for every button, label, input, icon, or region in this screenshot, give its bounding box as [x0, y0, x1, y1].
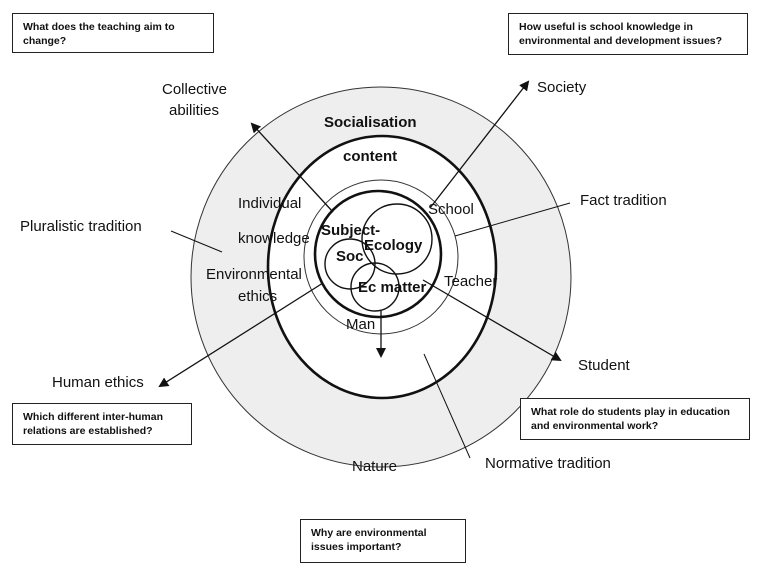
label-society: Society: [537, 79, 587, 96]
label-ecology: Ecology: [364, 237, 423, 254]
line-pluralistic-tradition: [170, 230, 223, 253]
arrow-society: [429, 80, 530, 209]
label-normative-tradition: Normative tradition: [485, 455, 611, 472]
question-text-bottom-left: Which different inter-human relations ar…: [23, 411, 163, 437]
ec-matter-circle: [350, 262, 400, 312]
arrow-collective-abilities: [250, 122, 334, 213]
ecology-circle: [361, 203, 433, 275]
question-text-bottom-right: What role do students play in education …: [531, 406, 730, 432]
label-nature: Nature: [352, 458, 398, 475]
label-ec-matter: Ec matter: [358, 279, 427, 296]
label-student: Student: [578, 357, 630, 374]
label-human-ethics: Human ethics: [52, 374, 144, 391]
question-box-top-left: What does the teaching aim to change?: [12, 13, 214, 53]
line-fact-tradition: [454, 202, 571, 237]
label-individual: Individual: [238, 195, 302, 212]
question-box-bottom-center: Why are environmental issues important?: [300, 519, 466, 563]
question-box-top-right: How useful is school knowledge in enviro…: [508, 13, 748, 55]
arrow-student: [422, 279, 562, 362]
label-soc: Soc: [336, 248, 364, 265]
line-normative-tradition: [423, 353, 471, 459]
label-subject: Subject-: [321, 222, 381, 239]
label-teacher: Teacher: [444, 273, 498, 290]
label-abilities: abilities: [169, 102, 220, 119]
question-box-bottom-left: Which different inter-human relations ar…: [12, 403, 192, 445]
question-text-top-right: How useful is school knowledge in enviro…: [519, 21, 723, 47]
inner-circle: [313, 189, 443, 319]
label-content: content: [343, 148, 398, 165]
label-knowledge: knowledge: [238, 230, 310, 247]
label-fact-tradition: Fact tradition: [580, 192, 667, 209]
label-environmental: Environmental: [206, 266, 302, 283]
question-text-top-left: What does the teaching aim to change?: [23, 21, 175, 47]
label-ethics: ethics: [238, 288, 278, 305]
arrow-human-ethics: [158, 282, 324, 388]
label-collective: Collective: [162, 81, 228, 98]
label-socialisation: Socialisation: [324, 114, 417, 131]
question-text-bottom-center: Why are environmental issues important?: [311, 527, 427, 553]
question-box-bottom-right: What role do students play in education …: [520, 398, 750, 440]
label-man: Man: [346, 316, 376, 333]
soc-circle: [324, 238, 376, 290]
label-school: School: [428, 201, 474, 218]
label-pluralistic-tradition: Pluralistic tradition: [20, 218, 142, 235]
